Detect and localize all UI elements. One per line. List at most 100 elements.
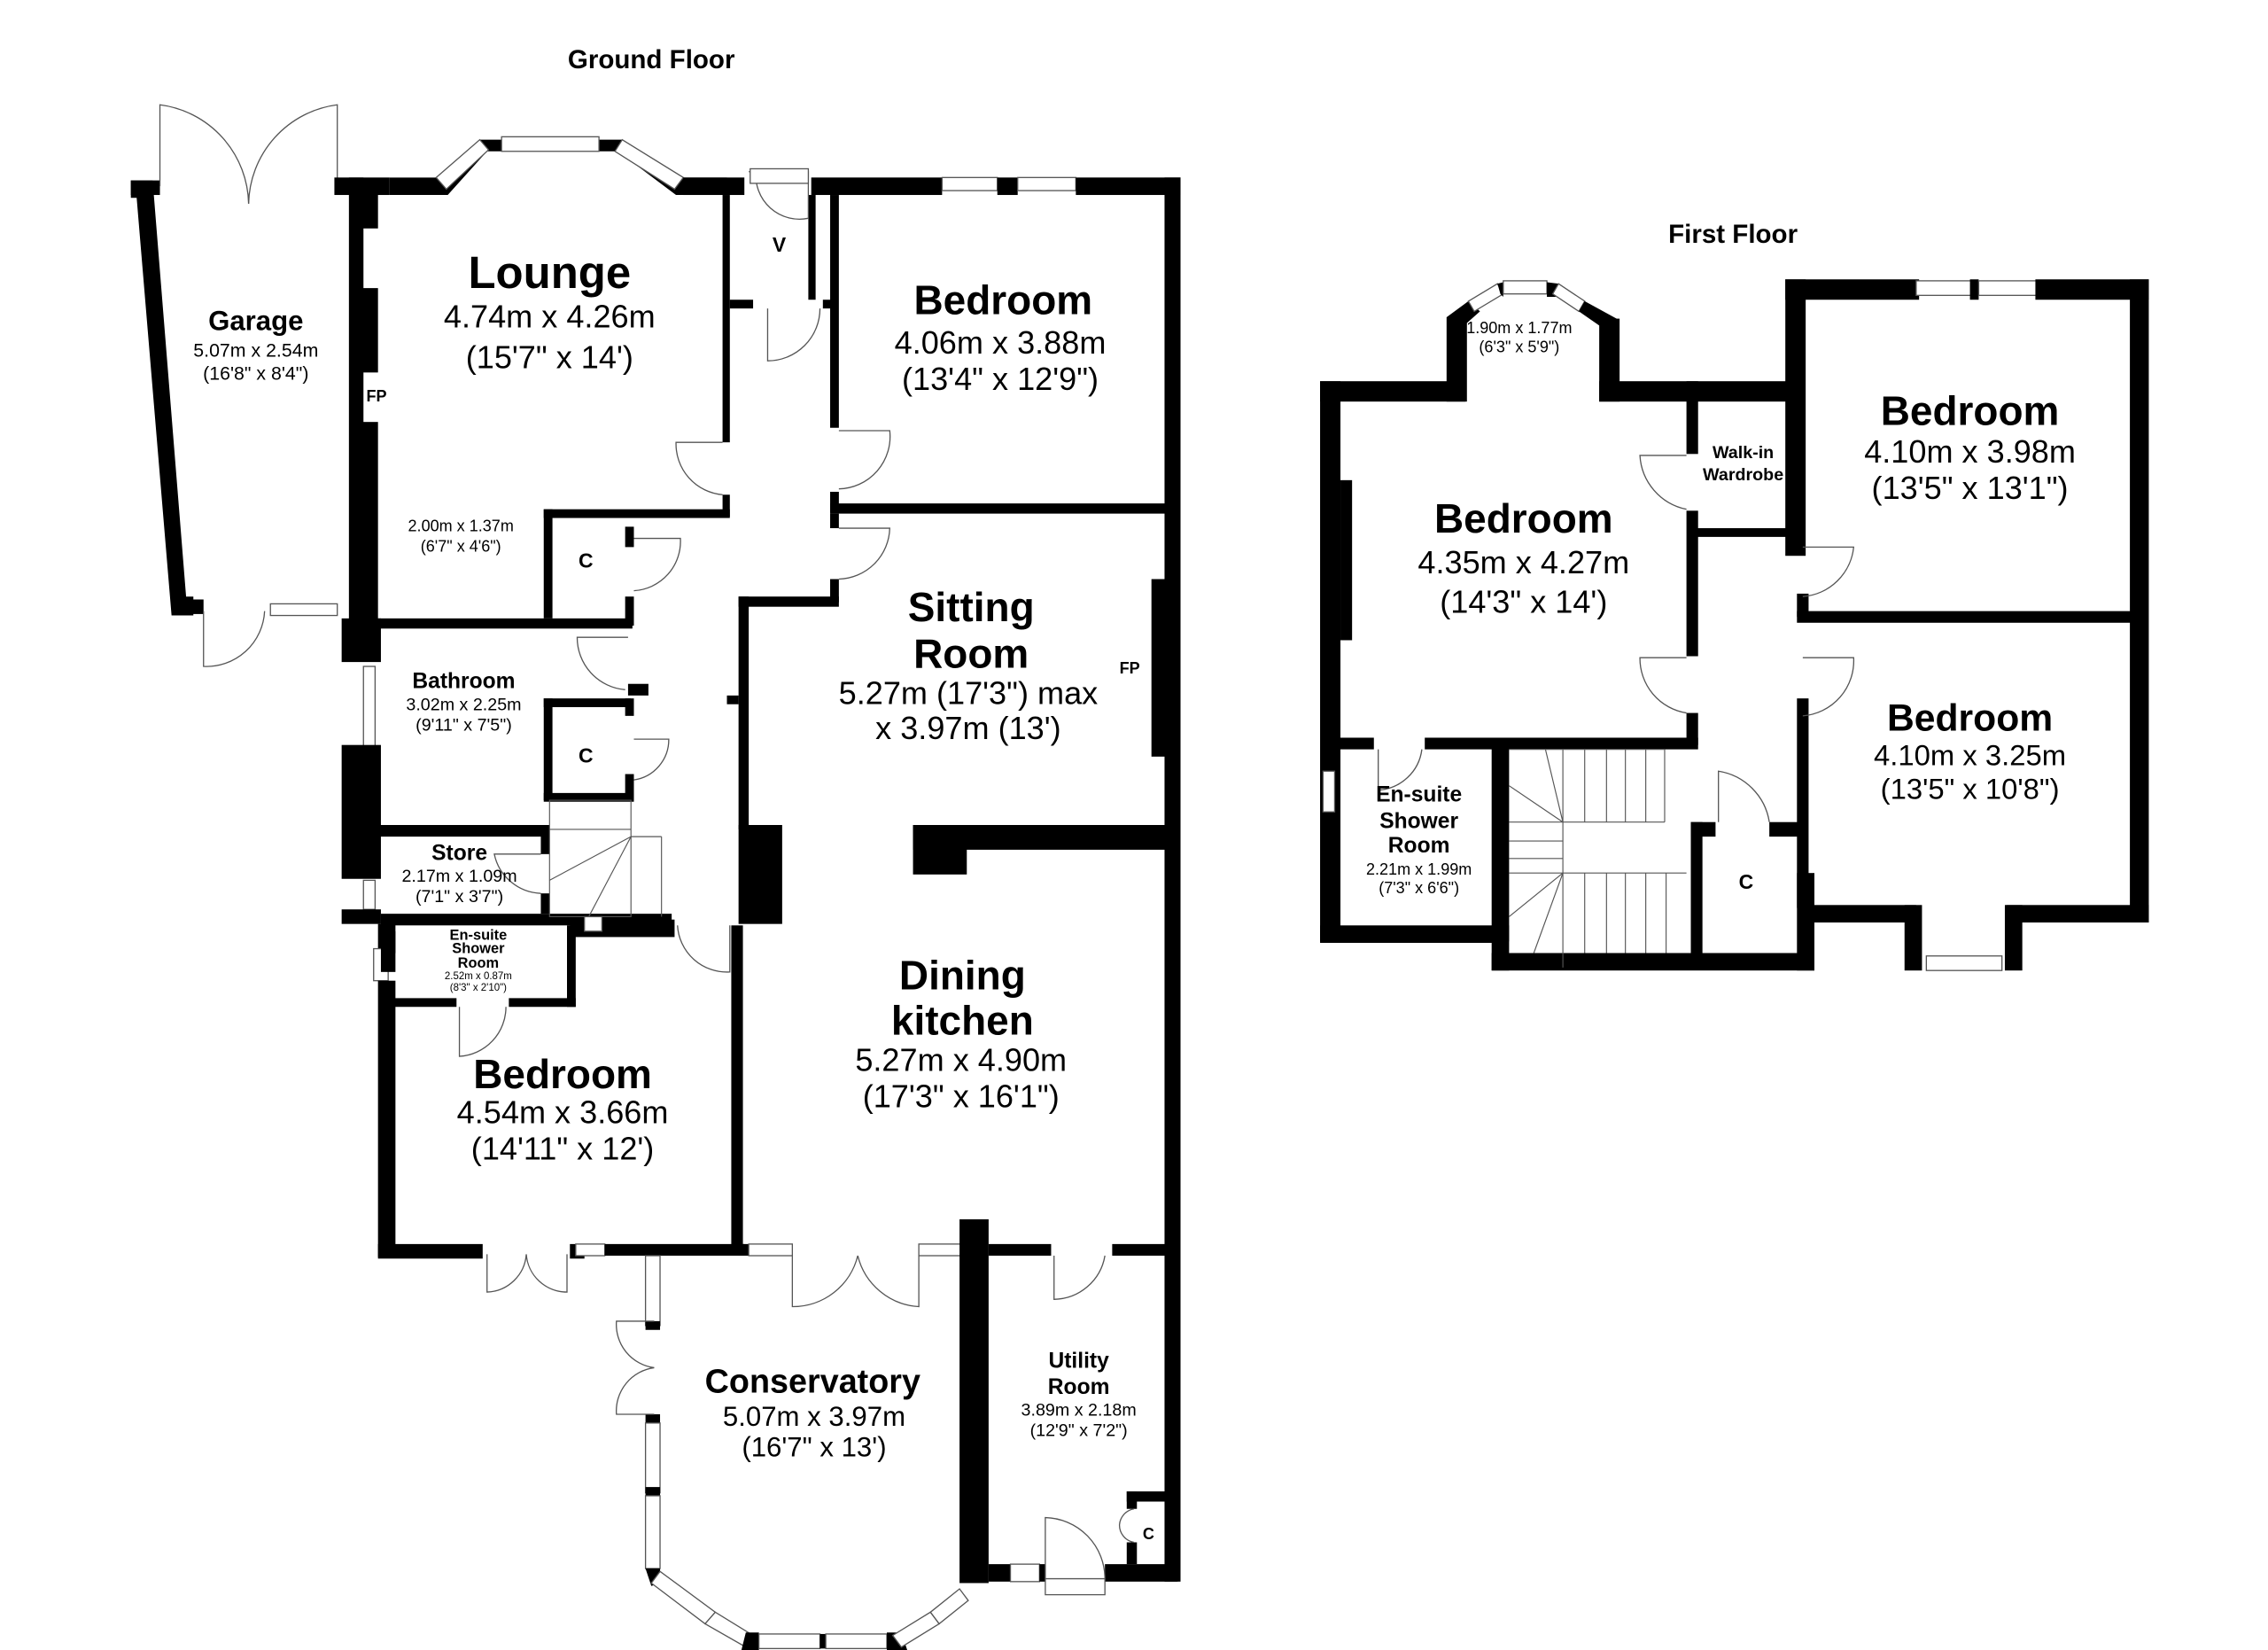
svg-text:1.90m x 1.77m: 1.90m x 1.77m — [1466, 319, 1572, 337]
svg-text:(16'7" x 13'): (16'7" x 13') — [742, 1432, 886, 1463]
svg-text:2.52m x 0.87m: 2.52m x 0.87m — [445, 971, 512, 982]
stairs-icon — [548, 799, 663, 932]
svg-text:kitchen: kitchen — [891, 997, 1034, 1043]
svg-text:3.89m x 2.18m: 3.89m x 2.18m — [1021, 1401, 1137, 1420]
svg-text:Room: Room — [913, 631, 1029, 677]
svg-text:4.54m x 3.66m: 4.54m x 3.66m — [457, 1094, 669, 1131]
bedroom-front-walls — [830, 195, 1168, 514]
svg-text:Dining: Dining — [899, 953, 1026, 999]
svg-text:Bedroom: Bedroom — [913, 277, 1092, 323]
svg-text:Bedroom: Bedroom — [473, 1051, 652, 1097]
conservatory-label: Conservatory 5.07m x 3.97m (16'7" x 13') — [705, 1362, 920, 1462]
window-icon — [269, 603, 338, 617]
lounge-fp-label: FP — [367, 387, 387, 405]
garage-door-icon — [159, 104, 338, 204]
sitting-room-label: Sitting Room 5.27m (17'3") max x 3.97m (… — [839, 584, 1099, 746]
utility-back-door-icon — [1045, 1516, 1106, 1596]
conservatory-walls — [644, 1218, 1171, 1650]
ensuite-first-door-icon — [1378, 749, 1423, 791]
sitting-room-door-icon — [838, 527, 890, 580]
sitting-room-fp-label: FP — [1120, 659, 1140, 677]
utility-label: Utility Room 3.89m x 2.18m (12'9" x 7'2"… — [1021, 1349, 1154, 1543]
svg-text:Bedroom: Bedroom — [1881, 387, 2060, 433]
store-door-icon — [493, 853, 541, 894]
svg-text:(16'8" x 8'4"): (16'8" x 8'4") — [203, 363, 308, 385]
ground-outer-walls — [334, 136, 1181, 1582]
svg-text:2.17m x 1.09m: 2.17m x 1.09m — [401, 867, 517, 886]
garage-side-door-icon — [203, 611, 266, 667]
cupboard-door-icon — [633, 537, 681, 592]
bedroom-door-icon — [838, 430, 891, 490]
svg-text:(13'5" x 13'1"): (13'5" x 13'1") — [1872, 470, 2069, 506]
svg-text:Bathroom: Bathroom — [412, 670, 515, 694]
svg-text:(7'1" x 3'7"): (7'1" x 3'7") — [416, 887, 503, 907]
cupboard-1-label: C — [579, 549, 594, 572]
svg-text:(14'11" x 12'): (14'11" x 12') — [471, 1131, 655, 1167]
svg-text:5.27m x 4.90m: 5.27m x 4.90m — [855, 1041, 1067, 1078]
svg-text:Utility: Utility — [1048, 1349, 1109, 1373]
lounge-label: Lounge 4.74m x 4.26m (15'7" x 14') FP 2.… — [367, 247, 656, 555]
svg-text:4.74m x 4.26m: 4.74m x 4.26m — [444, 298, 656, 334]
svg-text:(15'7" x 14'): (15'7" x 14') — [466, 339, 633, 375]
utility-cupboard-door-icon — [1118, 1508, 1135, 1544]
svg-text:(14'3" x 14'): (14'3" x 14') — [1440, 583, 1607, 619]
ensuite-door-icon — [458, 1007, 507, 1057]
store-label: Store 2.17m x 1.09m (7'1" x 3'7") — [401, 841, 517, 907]
svg-text:4.10m x 3.98m: 4.10m x 3.98m — [1864, 433, 2076, 470]
cupboard-door-icon — [633, 738, 670, 781]
walkin-door-icon — [1639, 455, 1687, 510]
svg-text:(6'3" x 5'9"): (6'3" x 5'9") — [1479, 338, 1559, 355]
ground-floor: Ground Floor — [130, 45, 1181, 1650]
svg-text:Room: Room — [1048, 1375, 1110, 1399]
svg-text:Store: Store — [431, 841, 487, 865]
bedroom-main-label: Bedroom 4.35m x 4.27m (14'3" x 14') — [1418, 495, 1629, 619]
ensuite-first-label: En-suite Shower Room 2.21m x 1.99m (7'3"… — [1366, 783, 1472, 897]
first-floor-title: First Floor — [1668, 220, 1798, 249]
walkin-label: Walk-in Wardrobe — [1703, 443, 1783, 485]
bathroom-label: Bathroom 3.02m x 2.25m (9'11" x 7'5") — [406, 670, 521, 735]
first-interior-walls — [1330, 381, 2147, 961]
svg-text:Bedroom: Bedroom — [1434, 495, 1613, 541]
svg-text:(13'4" x 12'9"): (13'4" x 12'9") — [902, 361, 1099, 397]
utility-internal-door-icon — [1053, 1255, 1106, 1300]
svg-text:(13'5" x 10'8"): (13'5" x 10'8") — [1881, 772, 2060, 805]
bedroom-rear-walls — [377, 925, 782, 1259]
ground-floor-title: Ground Floor — [568, 45, 735, 74]
svg-text:Garage: Garage — [208, 306, 303, 337]
svg-text:(17'3" x 16'1"): (17'3" x 16'1") — [863, 1078, 1060, 1115]
svg-text:(12'9" x 7'2"): (12'9" x 7'2") — [1030, 1421, 1128, 1441]
svg-text:En-suite: En-suite — [450, 928, 508, 944]
svg-text:Lounge: Lounge — [468, 247, 631, 298]
svg-text:Wardrobe: Wardrobe — [1703, 465, 1783, 485]
ensuite-ground-label: En-suite Shower Room 2.52m x 0.87m (8'3"… — [445, 928, 512, 993]
svg-text:5.07m x 2.54m: 5.07m x 2.54m — [193, 339, 318, 361]
svg-text:(6'7" x 4'6"): (6'7" x 4'6") — [421, 537, 501, 555]
bedroom-rear-french-doors-icon — [486, 1254, 568, 1293]
svg-text:Conservatory: Conservatory — [705, 1362, 920, 1399]
first-floor: First Floor — [1320, 220, 2149, 971]
vestibule-door-icon — [766, 308, 821, 362]
svg-text:5.07m x 3.97m: 5.07m x 3.97m — [723, 1401, 905, 1432]
stairs-first-icon — [1509, 749, 1687, 968]
svg-text:4.06m x 3.88m: 4.06m x 3.88m — [895, 324, 1107, 361]
svg-text:2.21m x 1.99m: 2.21m x 1.99m — [1366, 860, 1472, 878]
bedroom-rear-door-icon — [1802, 657, 1854, 717]
vestibule-label: V — [773, 233, 787, 256]
svg-text:x 3.97m (13'): x 3.97m (13') — [875, 710, 1061, 746]
svg-text:2.00m x 1.37m: 2.00m x 1.37m — [408, 517, 514, 534]
svg-text:4.35m x 4.27m: 4.35m x 4.27m — [1418, 544, 1629, 580]
bedroom-front-first-label: Bedroom 4.10m x 3.98m (13'5" x 13'1") — [1864, 387, 2076, 506]
lounge-door-icon — [675, 441, 723, 495]
garage-walls — [130, 180, 204, 616]
sitting-room-walls — [726, 513, 1169, 924]
svg-text:Shower: Shower — [452, 940, 505, 956]
svg-text:Room: Room — [1388, 834, 1450, 858]
svg-text:Shower: Shower — [1379, 809, 1458, 833]
dining-kitchen-label: Dining kitchen 5.27m x 4.90m (17'3" x 16… — [855, 953, 1067, 1115]
cupboard-2-label: C — [579, 743, 594, 767]
svg-text:(8'3" x 2'10"): (8'3" x 2'10") — [450, 983, 507, 993]
garage-label: Garage 5.07m x 2.54m (16'8" x 8'4") — [193, 306, 318, 385]
svg-text:(7'3" x 6'6"): (7'3" x 6'6") — [1379, 879, 1459, 897]
svg-text:Sitting: Sitting — [908, 584, 1035, 630]
